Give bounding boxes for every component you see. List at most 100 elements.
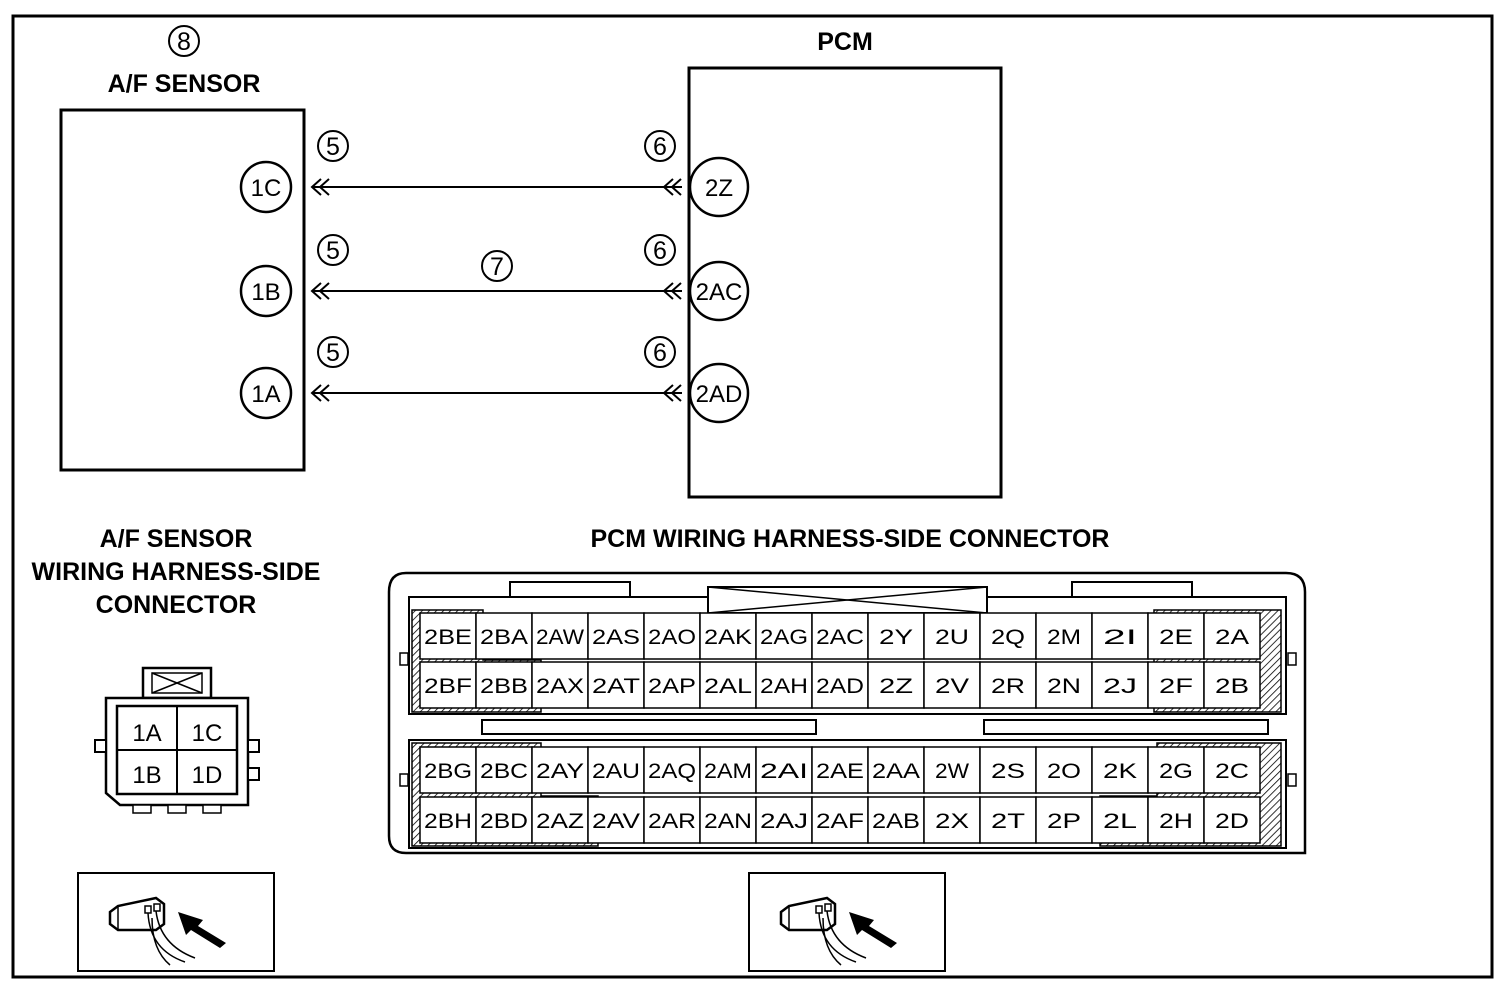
af-terminal-symbol <box>310 282 330 300</box>
pcm-cell-box <box>1203 796 1261 844</box>
pcm-cell-2u: 2U <box>935 626 969 649</box>
pcm-cell-2an: 2AN <box>704 810 752 833</box>
pcm-cell-2c: 2C <box>1215 760 1249 783</box>
pcm-cell-2af: 2AF <box>816 810 864 833</box>
af-pin-circle <box>239 264 293 318</box>
pcm-cell-box <box>755 796 813 844</box>
pcm-cell-box <box>587 796 645 844</box>
af-pin-1c: 1C <box>251 175 282 202</box>
pcm-cell-2bh: 2BH <box>424 810 472 833</box>
pcm-cell-2ar: 2AR <box>648 810 696 833</box>
pcm-cell-2ag: 2AG <box>760 626 808 649</box>
pcm-cell-2bd: 2BD <box>480 810 528 833</box>
pcm-cell-box <box>531 796 589 844</box>
pcm-cell-2z: 2Z <box>879 675 913 698</box>
pcm-cell-2ai: 2AI <box>760 760 808 783</box>
pcm-cell-box <box>1035 796 1093 844</box>
pcm-cell-2as: 2AS <box>592 626 640 649</box>
pcm-cell-2aj: 2AJ <box>760 810 808 833</box>
pcm-cell-2ab: 2AB <box>872 810 920 833</box>
pcm-cell-box <box>531 612 589 660</box>
callout-pcm-pin: 6 <box>653 237 667 265</box>
pcm-cell-box <box>475 612 533 660</box>
pcm-cell-2am: 2AM <box>704 760 752 783</box>
pcm-cell-2g: 2G <box>1159 760 1193 783</box>
pcm-cell-2bf: 2BF <box>424 675 472 698</box>
pcm-cell-2e: 2E <box>1159 626 1193 649</box>
pcm-pin-2ad: 2AD <box>696 381 743 408</box>
pcm-view-direction-icon <box>748 872 946 972</box>
pcm-cell-2az: 2AZ <box>536 810 584 833</box>
callout-pcm-pin-ring <box>644 130 676 162</box>
pcm-cell-box <box>587 746 645 794</box>
pcm-pin-2ac: 2AC <box>696 279 743 306</box>
pcm-cell-box <box>419 796 477 844</box>
pcm-cell-2ak: 2AK <box>704 626 752 649</box>
pcm-cell-2j: 2J <box>1103 675 1137 698</box>
pcm-terminal-symbol <box>662 282 682 300</box>
pcm-cell-2be: 2BE <box>424 626 472 649</box>
af-cell-1a: 1A <box>132 720 161 747</box>
pcm-cell-2s: 2S <box>991 760 1025 783</box>
pcm-pin-circle <box>688 156 750 218</box>
pcm-cell-2ap: 2AP <box>648 675 696 698</box>
pcm-cell-2ad: 2AD <box>816 675 864 698</box>
pcm-cell-2bc: 2BC <box>480 760 528 783</box>
callout-af-pin-ring <box>317 336 349 368</box>
callout-pcm-pin-ring <box>644 234 676 266</box>
callout-pcm-pin: 6 <box>653 133 667 161</box>
pcm-cell-2at: 2AT <box>592 675 640 698</box>
pcm-cell-2ac: 2AC <box>816 626 864 649</box>
callout-pcm-pin: 6 <box>653 339 667 367</box>
pcm-cell-2k: 2K <box>1103 760 1137 783</box>
af-cell-1b: 1B <box>132 762 161 789</box>
af-pin-circle <box>239 160 293 214</box>
pcm-pin-circle <box>688 260 750 322</box>
pcm-cell-2p: 2P <box>1047 810 1081 833</box>
diagram-border <box>11 14 1494 979</box>
pcm-cell-box <box>811 612 869 660</box>
pcm-cell-2aw: 2AW <box>536 626 584 649</box>
pcm-cell-box <box>587 612 645 660</box>
af-cell-1c: 1C <box>192 720 223 747</box>
svg-text:7: 7 <box>490 253 504 281</box>
pcm-cell-2h: 2H <box>1159 810 1193 833</box>
pcm-cell-box <box>475 661 533 709</box>
callout-af-pin-ring <box>317 234 349 266</box>
af-terminal-symbol <box>310 384 330 402</box>
af-connector-title: A/F SENSOR WIRING HARNESS-SIDE CONNECTOR <box>32 525 321 619</box>
pcm-cell-2q: 2Q <box>991 626 1025 649</box>
pcm-cell-2ao: 2AO <box>648 626 696 649</box>
pcm-cell-2ae: 2AE <box>816 760 864 783</box>
pcm-cell-box <box>1203 661 1261 709</box>
pcm-cell-2b: 2B <box>1215 675 1249 698</box>
pcm-cell-2o: 2O <box>1047 760 1081 783</box>
pcm-box <box>687 66 1003 499</box>
pcm-cell-box <box>419 661 477 709</box>
pcm-cell-2m: 2M <box>1047 626 1081 649</box>
pcm-cell-box <box>1203 612 1261 660</box>
pcm-cell-2r: 2R <box>991 675 1025 698</box>
pcm-cell-box <box>923 796 981 844</box>
pcm-cell-box <box>979 796 1037 844</box>
af-connector-title-line3: CONNECTOR <box>96 591 257 619</box>
pcm-cell-box <box>1147 661 1205 709</box>
pcm-cell-box <box>699 661 757 709</box>
pcm-cell-box <box>1147 746 1205 794</box>
pcm-cell-2ba: 2BA <box>480 626 528 649</box>
pcm-cell-2i: 2I <box>1103 626 1137 649</box>
pcm-cell-box <box>867 746 925 794</box>
pcm-cell-box <box>755 661 813 709</box>
pcm-cell-box <box>979 612 1037 660</box>
pcm-cell-2t: 2T <box>991 810 1025 833</box>
pcm-title: PCM <box>817 28 873 56</box>
pcm-cell-2bb: 2BB <box>480 675 528 698</box>
callout-pcm-pin-ring <box>644 336 676 368</box>
af-connector-title-line1: A/F SENSOR <box>100 525 253 553</box>
pcm-cell-2bg: 2BG <box>424 760 472 783</box>
af-pin-1b: 1B <box>251 279 280 306</box>
pcm-cell-2ax: 2AX <box>536 675 584 698</box>
pcm-terminal-symbol <box>662 384 682 402</box>
af-terminal-symbol <box>310 178 330 196</box>
pcm-cell-box <box>699 796 757 844</box>
